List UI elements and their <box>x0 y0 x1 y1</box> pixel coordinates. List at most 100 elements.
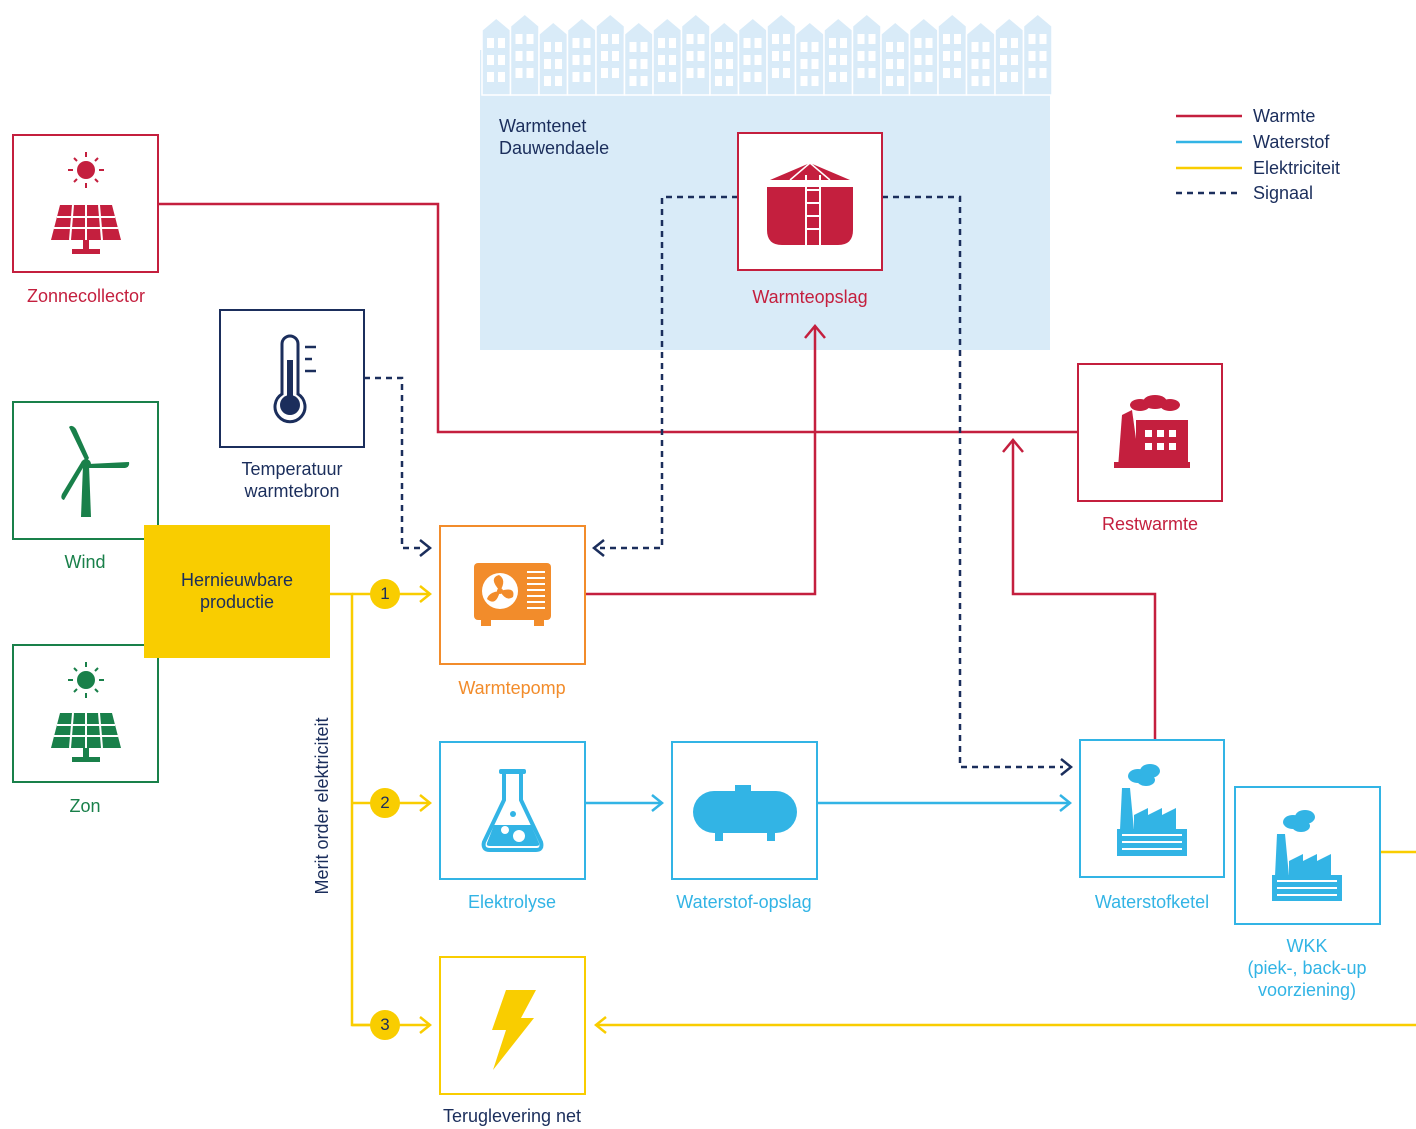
house-silhouette <box>481 17 512 96</box>
zonnecollector-label: Zonnecollector <box>26 286 146 306</box>
house-window <box>629 59 637 69</box>
house-window <box>772 68 779 78</box>
house-window <box>971 42 979 52</box>
warmtepomp-label: Warmtepomp <box>458 678 566 698</box>
house-window <box>925 72 933 82</box>
house-window <box>754 55 762 65</box>
house-window <box>800 59 808 69</box>
house-silhouette <box>965 21 996 96</box>
legend-elektriciteit: Elektriciteit <box>1253 158 1341 178</box>
house-window <box>498 55 505 65</box>
house-window <box>612 68 619 78</box>
house-window <box>954 51 961 61</box>
house-window <box>640 76 648 86</box>
house-window <box>897 76 904 86</box>
house-silhouette <box>851 13 882 96</box>
house-window <box>982 42 990 52</box>
house-window <box>544 76 551 86</box>
signal-arrow-warmtepomp-right <box>591 539 605 557</box>
merit-step-1: 1 <box>370 579 400 609</box>
house-window <box>1000 72 1007 82</box>
house-window <box>783 68 790 78</box>
warmteopslag-label: Warmteopslag <box>752 287 868 307</box>
house-window <box>686 68 694 78</box>
house-window <box>954 34 961 44</box>
house-window <box>487 38 494 48</box>
solar-collector-icon <box>51 152 121 254</box>
house-window <box>515 34 523 44</box>
hernieuwbare-productie-label: Hernieuwbare productie <box>144 569 330 613</box>
house-window <box>669 38 676 48</box>
waterstofketel-label: Waterstofketel <box>1094 892 1210 912</box>
house-window <box>982 76 990 86</box>
temperatuur-label: Temperatuur warmtebron <box>192 458 392 502</box>
house-silhouette <box>566 17 597 96</box>
house-window <box>1039 68 1047 78</box>
house-window <box>498 72 505 82</box>
storage-tank-icon <box>767 162 853 245</box>
house-window <box>943 68 950 78</box>
house-window <box>914 38 922 48</box>
house-window <box>840 72 847 82</box>
factory-icon <box>1114 395 1190 468</box>
legend-signaal: Signaal <box>1253 183 1314 203</box>
house-window <box>868 51 876 61</box>
house-window <box>743 72 751 82</box>
house-window <box>544 59 551 69</box>
house-window <box>555 59 562 69</box>
solar-panel-icon <box>51 662 121 762</box>
house-window <box>640 42 648 52</box>
heat-line-warmtepomp <box>585 328 817 596</box>
house-window <box>897 42 904 52</box>
house-window <box>857 34 865 44</box>
house-window <box>686 51 694 61</box>
legend-warmte: Warmte <box>1253 106 1316 126</box>
wind-label: Wind <box>64 552 106 572</box>
wkk-line2: (piek-, back-up <box>1247 958 1367 978</box>
wkk-label: WKK (piek-, back-up voorziening) <box>1207 935 1407 1001</box>
wkk-box <box>1234 786 1381 925</box>
house-window <box>583 55 591 65</box>
wkk-line1: WKK <box>1286 936 1328 956</box>
house-window <box>783 51 790 61</box>
house-window <box>754 72 762 82</box>
house-window <box>555 76 562 86</box>
house-window <box>583 38 591 48</box>
district-background <box>480 13 1053 350</box>
wkk-line3: voorziening) <box>1257 980 1357 1000</box>
house-window <box>601 51 608 61</box>
heat-line-zonnecollector <box>158 202 1078 434</box>
h2-arrow-ketel <box>1059 794 1073 812</box>
house-silhouette <box>937 13 968 96</box>
heat-arrow-warmteopslag <box>804 324 826 339</box>
heat-arrow-restwarmte <box>1002 438 1024 453</box>
house-window <box>629 42 637 52</box>
house-window <box>982 59 990 69</box>
house-window <box>629 76 637 86</box>
legend-waterstof: Waterstof <box>1253 132 1330 152</box>
house-window <box>726 59 733 69</box>
house-window <box>487 72 494 82</box>
house-window <box>857 68 865 78</box>
house-window <box>658 72 665 82</box>
house-window <box>868 68 876 78</box>
elektrolyse-label: Elektrolyse <box>467 892 557 912</box>
house-window <box>1011 38 1018 48</box>
merit-order-label: Merit order elektriciteit <box>312 717 332 895</box>
house-window <box>572 55 580 65</box>
house-window <box>886 59 893 69</box>
house-window <box>583 72 591 82</box>
h2-arrow-opslag <box>651 794 665 812</box>
house-silhouette <box>1022 13 1053 96</box>
house-window <box>526 51 534 61</box>
zon-label: Zon <box>69 796 101 816</box>
house-window <box>971 76 979 86</box>
house-window <box>811 42 819 52</box>
house-window <box>526 34 534 44</box>
signal-line-warmteopslag-right <box>882 195 1063 769</box>
house-window <box>612 51 619 61</box>
merit-step-3: 3 <box>370 1010 400 1040</box>
house-silhouette <box>880 21 911 96</box>
house-window <box>811 76 819 86</box>
signal-line-temperatuur <box>364 376 425 550</box>
